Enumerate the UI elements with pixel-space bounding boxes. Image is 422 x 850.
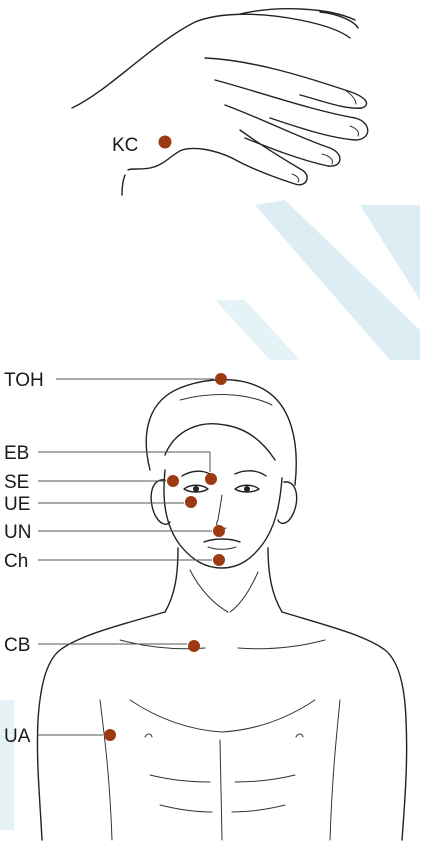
label-ue: UE [4, 494, 30, 515]
label-se: SE [4, 472, 29, 493]
point-toh-marker [215, 373, 227, 385]
point-kc-marker [159, 136, 172, 149]
label-kc: KC [112, 135, 138, 156]
point-cb: CB [4, 635, 200, 656]
point-ch-marker [213, 554, 225, 566]
point-un: UN [4, 522, 225, 543]
point-kc: KC [112, 135, 172, 156]
point-cb-marker [188, 640, 200, 652]
label-cb: CB [4, 635, 30, 656]
person-illustration [37, 380, 406, 840]
label-ua: UA [4, 726, 31, 747]
label-un: UN [4, 522, 31, 543]
point-ue: UE [4, 494, 197, 515]
point-eb-marker [205, 473, 217, 485]
point-ch: Ch [4, 551, 225, 572]
point-un-marker [213, 525, 225, 537]
point-eb: EB [4, 443, 217, 485]
point-se-marker [167, 475, 179, 487]
point-ua-marker [104, 729, 116, 741]
label-eb: EB [4, 443, 29, 464]
point-ue-marker [185, 496, 197, 508]
label-ch: Ch [4, 551, 28, 572]
label-toh: TOH [4, 370, 44, 391]
hand-illustration [72, 9, 368, 195]
point-ua: UA [4, 726, 116, 747]
point-toh: TOH [4, 370, 227, 391]
